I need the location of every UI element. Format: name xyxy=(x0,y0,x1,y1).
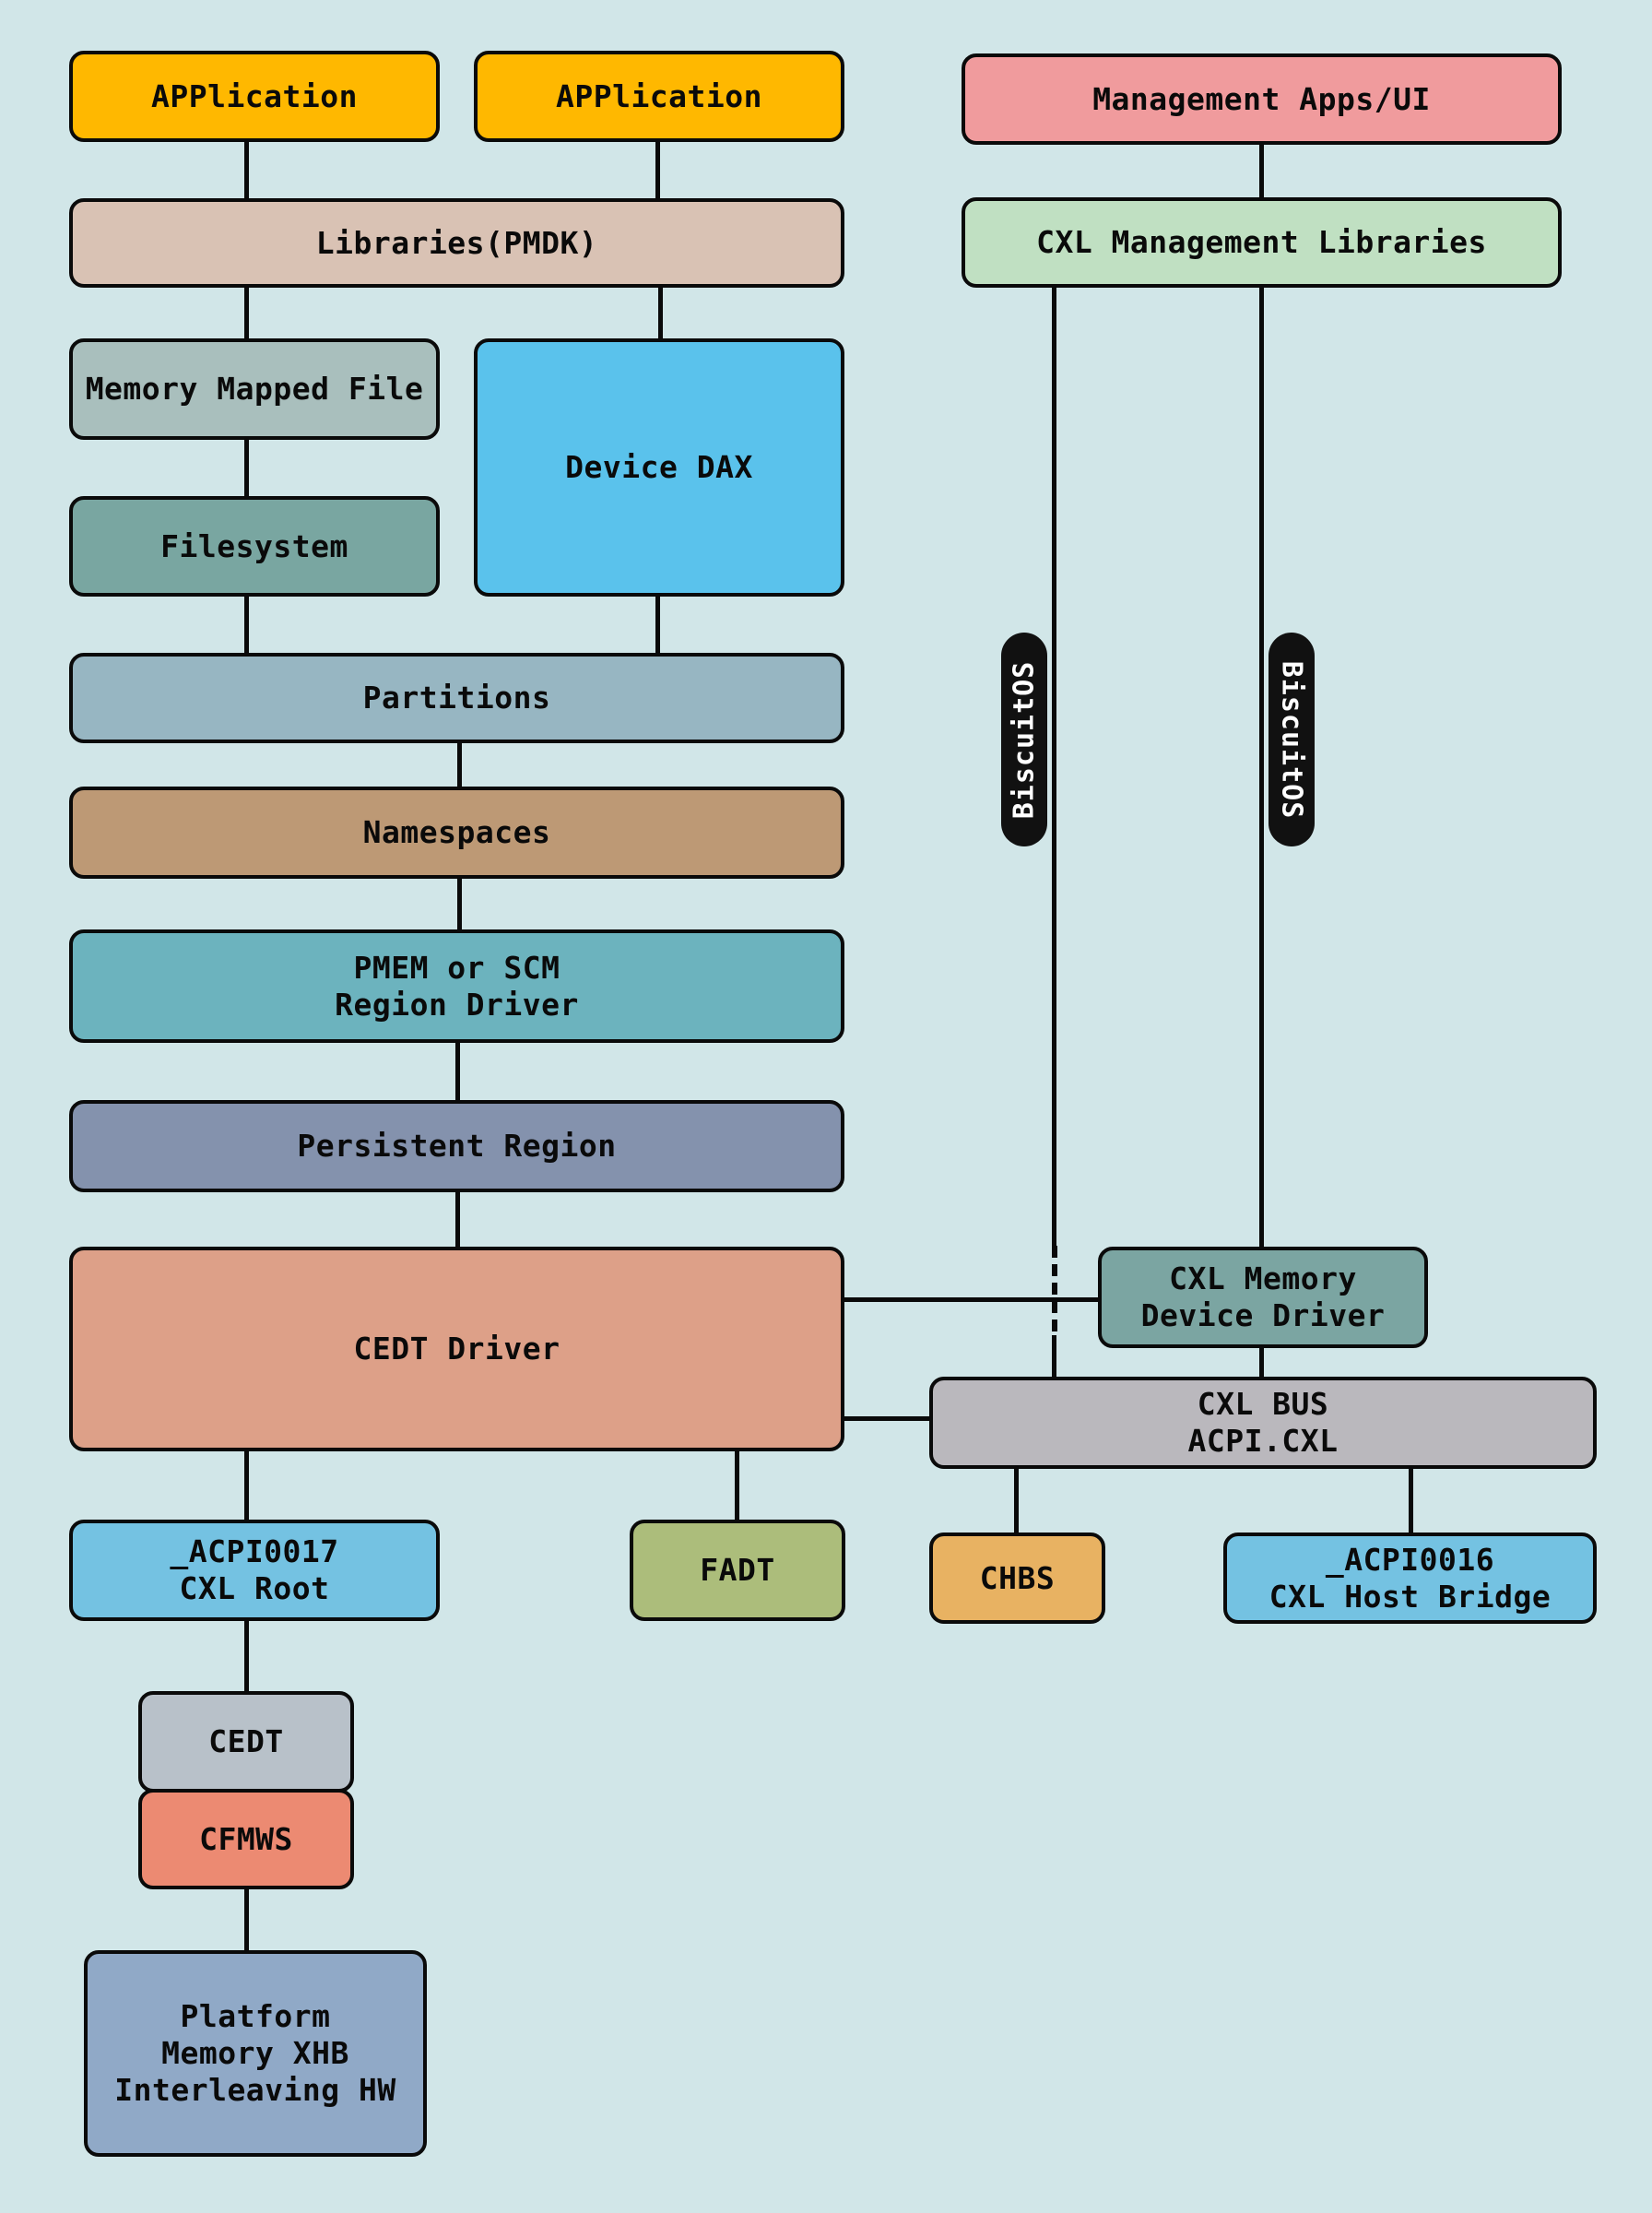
node-filesystem: Filesystem xyxy=(69,496,440,597)
node-application-1: APPlication xyxy=(69,51,440,142)
connector-cxl-bus-chbs xyxy=(1014,1467,1019,1535)
connector-mmf-filesystem xyxy=(244,438,249,498)
node-cedt: CEDT xyxy=(138,1691,354,1793)
node-pmem-region-driver: PMEM or SCM Region Driver xyxy=(69,929,844,1043)
biscuitos-badge-left: BiscuitOS xyxy=(1001,633,1047,846)
connector-libraries-devdax xyxy=(658,287,663,341)
node-acpi0016-cxl-host-bridge: _ACPI0016 CXL Host Bridge xyxy=(1223,1533,1597,1624)
connector-app1-libraries xyxy=(244,141,249,200)
node-cxl-memory-device-driver: CXL Memory Device Driver xyxy=(1098,1247,1428,1348)
node-namespaces: Namespaces xyxy=(69,787,844,879)
node-libraries-pmdk: Libraries(PMDK) xyxy=(69,198,844,288)
node-application-2: APPlication xyxy=(474,51,844,142)
biscuitos-badge-left-label: BiscuitOS xyxy=(1008,660,1041,819)
node-platform-memory-xhb-interleaving-hw: Platform Memory XHB Interleaving HW xyxy=(84,1950,427,2157)
connector-cedt-driver-cxl-mem-driver xyxy=(843,1297,1101,1302)
connector-cxl-libs-cxl-bus-lower xyxy=(1052,1335,1056,1379)
connector-cedt-driver-fadt xyxy=(735,1450,739,1521)
node-cfmws: CFMWS xyxy=(138,1789,354,1889)
connector-namespaces-pmem xyxy=(457,877,462,931)
biscuitos-badge-right: BiscuitOS xyxy=(1268,633,1315,846)
biscuitos-badge-right-label: BiscuitOS xyxy=(1275,660,1308,819)
node-acpi0017-cxl-root: _ACPI0017 CXL Root xyxy=(69,1520,440,1621)
node-partitions: Partitions xyxy=(69,653,844,743)
connector-persistent-cedt-driver xyxy=(455,1190,460,1249)
connector-cedt-driver-acpi0017 xyxy=(244,1450,249,1521)
connector-cedt-driver-cxl-bus xyxy=(843,1416,932,1421)
node-management-apps: Management Apps/UI xyxy=(962,53,1562,145)
connector-cxl-libs-cxl-mem-driver xyxy=(1259,287,1264,1249)
node-memory-mapped-file: Memory Mapped File xyxy=(69,338,440,440)
node-chbs: CHBS xyxy=(929,1533,1105,1624)
node-persistent-region: Persistent Region xyxy=(69,1100,844,1192)
connector-pmem-persistent xyxy=(455,1041,460,1102)
connector-cfmws-platform xyxy=(244,1888,249,1952)
connector-cxl-mem-driver-cxl-bus xyxy=(1259,1345,1264,1379)
connector-filesystem-partitions xyxy=(244,595,249,655)
connector-acpi0017-cedt xyxy=(244,1619,249,1693)
connector-management-cxl-libs xyxy=(1259,144,1264,199)
connector-app2-libraries xyxy=(655,141,660,200)
connector-cxl-libs-cxl-bus-dashed xyxy=(1052,1246,1057,1335)
connector-cxl-libs-cxl-bus-left xyxy=(1052,287,1056,1246)
node-cedt-driver: CEDT Driver xyxy=(69,1247,844,1451)
connector-partitions-namespaces xyxy=(457,741,462,788)
connector-cxl-bus-acpi0016 xyxy=(1409,1467,1413,1535)
node-device-dax: Device DAX xyxy=(474,338,844,597)
node-cxl-bus: CXL BUS ACPI.CXL xyxy=(929,1377,1597,1469)
connector-devdax-partitions xyxy=(655,595,660,655)
node-cxl-management-libraries: CXL Management Libraries xyxy=(962,197,1562,288)
node-fadt: FADT xyxy=(630,1520,845,1621)
connector-libraries-mmf xyxy=(244,287,249,341)
